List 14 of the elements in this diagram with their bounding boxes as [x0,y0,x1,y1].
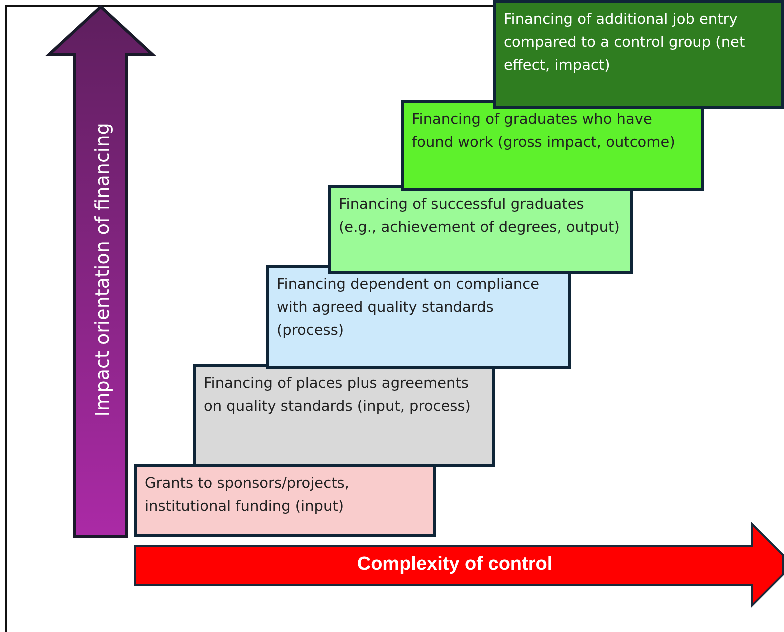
step-box [134,464,436,537]
axis-label: Complexity of control [357,554,553,576]
step-text: Financing of places plus agreements on quality standards (input, process) [204,375,472,417]
step-box [193,364,495,467]
axis-label: Impact orientation of financing [92,123,114,417]
step-box [493,0,784,109]
step-box [401,100,704,191]
step-text: Financing dependent on compliance with agreed quality standards (process) [277,276,541,341]
step-text: Grants to sponsors/projects, institutional funding (input) [145,475,350,517]
step-box [328,185,633,274]
step-text: Financing of additional job entry compared to a control group (net effect, impact) [504,11,746,76]
step-box [266,265,571,369]
step-text: Financing of graduates who have found work (gross impact, outcome) [412,111,676,153]
step-text: Financing of successful graduates (e.g., achievement of degrees, output) [339,196,621,238]
